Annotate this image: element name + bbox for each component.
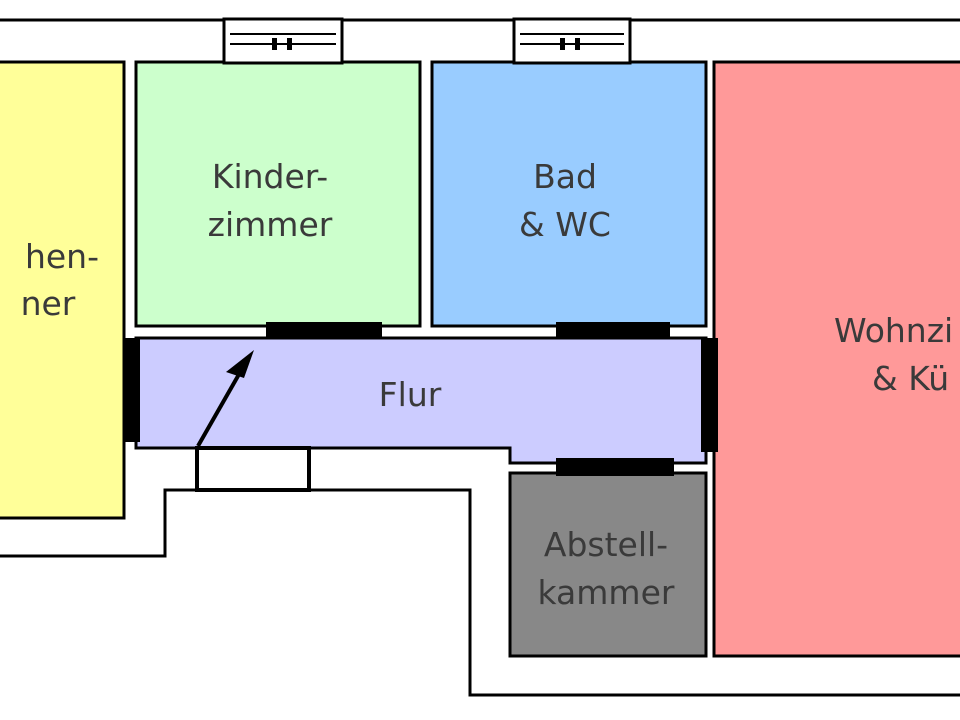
- label-abstellkammer-line2: kammer: [538, 573, 675, 612]
- door-kinderzimmer: [266, 322, 382, 338]
- room-bad: [430, 60, 708, 328]
- label-kinderzimmer-line1: Kinder-: [212, 157, 328, 196]
- room-wohnzimmer: [712, 60, 960, 658]
- label-left-room-line2: ner: [21, 284, 76, 323]
- door-abstellkammer: [556, 458, 674, 476]
- room-abstellkammer: [508, 471, 708, 658]
- label-wohnzimmer-line1: Wohnzi: [834, 311, 953, 350]
- window-kinderzimmer: [222, 17, 344, 65]
- label-flur: Flur: [379, 375, 442, 414]
- label-bad-line1: Bad: [533, 157, 597, 196]
- room-left: [0, 60, 126, 520]
- label-wohnzimmer-line2: & Kü: [872, 359, 949, 398]
- door-left-room: [124, 338, 140, 442]
- outer-wall-bottom: [0, 488, 960, 697]
- door-wohnzimmer: [701, 338, 718, 452]
- label-abstellkammer-line1: Abstell-: [544, 525, 668, 564]
- entrance-door: [195, 446, 311, 492]
- label-left-room-line1: hen-: [25, 237, 99, 276]
- outer-walls: [0, 18, 960, 697]
- entrance-arrow-icon: [196, 350, 254, 447]
- label-bad-line2: & WC: [519, 205, 611, 244]
- window-bad: [512, 17, 632, 65]
- label-kinderzimmer-line2: zimmer: [208, 205, 333, 244]
- door-bad: [556, 322, 670, 338]
